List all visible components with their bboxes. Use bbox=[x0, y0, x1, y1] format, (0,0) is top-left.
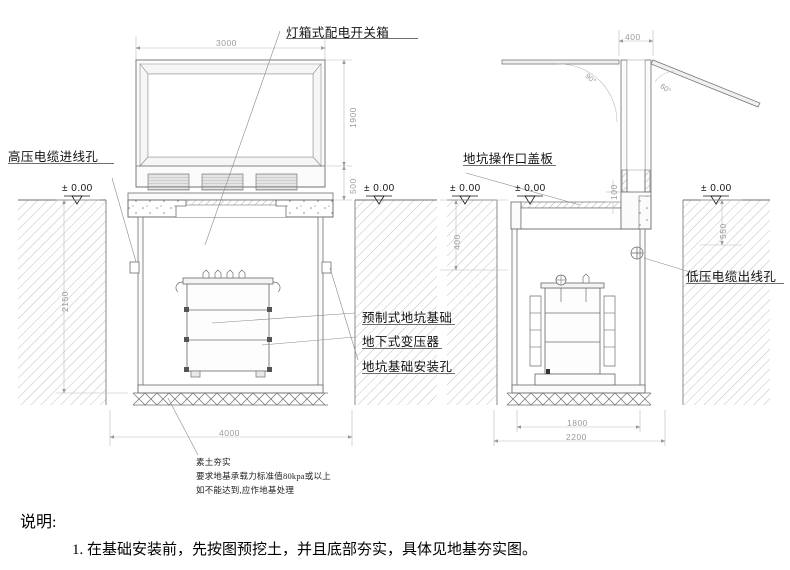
dim-hatch-width: 400 bbox=[625, 32, 641, 42]
transformer-tank-side bbox=[544, 287, 601, 375]
elevation-mark-section-mid: ± 0.00 bbox=[515, 183, 546, 194]
ground-note-line-2: 要求地基承载力标准值80kpa或以上 bbox=[196, 471, 331, 481]
soil-section-left bbox=[447, 200, 497, 405]
transformer-bushing-side bbox=[582, 273, 590, 284]
dim-section-pit-top-depth: 400 bbox=[452, 234, 462, 250]
compacted-soil-zigzag-section bbox=[506, 392, 652, 406]
dim-ground-to-pit: 550 bbox=[718, 223, 728, 239]
transformer-side-view bbox=[529, 273, 616, 386]
dimension-cover-thickness bbox=[606, 180, 621, 214]
section-hatch-cover bbox=[520, 201, 622, 209]
transformer-bushings bbox=[202, 269, 246, 279]
notes-item-1: 1. 在基础安装前，先按图预挖土，并且底部夯实，具体见地基夯实图。 bbox=[72, 542, 538, 558]
pit-wall-left bbox=[137, 216, 144, 394]
radiator-right bbox=[603, 295, 616, 367]
compacted-soil-zigzag bbox=[132, 392, 328, 406]
label-underground-transformer: 地下式变压器 bbox=[362, 335, 440, 349]
label-underline-transformer bbox=[362, 348, 442, 349]
label-precast-pit-foundation: 预制式地坑基础 bbox=[362, 311, 453, 325]
label-lv-cable-outlet: 低压电缆出线孔 bbox=[686, 270, 777, 284]
radiator-left bbox=[529, 295, 542, 367]
lifting-lug-left bbox=[175, 281, 184, 293]
label-underline-mounting bbox=[362, 373, 455, 374]
hinge-post-core bbox=[626, 59, 646, 171]
hv-cable-inlet-hole bbox=[129, 261, 140, 274]
transformer-tank-front bbox=[186, 282, 270, 372]
soil-right-block bbox=[355, 200, 437, 405]
louver-vent-3 bbox=[255, 173, 298, 191]
louver-vent-1 bbox=[147, 173, 190, 191]
dim-pit-overall-width: 4000 bbox=[219, 428, 240, 438]
elevation-mark-left-outer: ± 0.00 bbox=[62, 183, 93, 194]
dim-section-overall-width: 2200 bbox=[566, 432, 587, 442]
cabinet-bezel-bottom bbox=[139, 156, 322, 167]
transformer-base-skid bbox=[534, 373, 616, 386]
soil-section-right bbox=[683, 200, 770, 405]
section-pit-wall-left bbox=[511, 228, 518, 394]
notes-heading: 说明: bbox=[20, 514, 57, 531]
hatch-cover-leaf-left-open bbox=[501, 59, 620, 65]
angle-arc-60 bbox=[654, 70, 675, 83]
pit-foundation-mounting-hole bbox=[321, 261, 332, 274]
label-hv-cable-inlet: 高压电缆进线孔 bbox=[8, 150, 99, 164]
label-underline-precast bbox=[362, 324, 455, 325]
lifting-lug-right bbox=[272, 281, 281, 293]
dimension-cabinet-height-group bbox=[325, 59, 352, 201]
pit-hatch-cover-plate bbox=[185, 199, 277, 206]
label-underline-title bbox=[286, 38, 418, 39]
ground-note-line-3: 如不能达到,应作地基处理 bbox=[196, 485, 295, 495]
label-underline-hatch bbox=[463, 165, 556, 166]
dim-cover-thickness: 100 bbox=[609, 184, 619, 200]
cabinet-bezel-right bbox=[312, 63, 322, 167]
dimension-section-pit-top-depth bbox=[440, 199, 508, 271]
dimension-section-widths bbox=[493, 410, 666, 446]
elevation-mark-section-right: ± 0.00 bbox=[701, 183, 732, 194]
leader-lines-right bbox=[465, 172, 701, 276]
dimension-pit-depth bbox=[56, 199, 128, 394]
dim-louver-band: 500 bbox=[348, 178, 358, 194]
pit-floor-slab bbox=[137, 384, 324, 394]
right-section-view bbox=[440, 30, 770, 446]
label-underline-hv bbox=[8, 163, 114, 164]
hatch-cover-leaf-right-open bbox=[650, 59, 761, 108]
cabinet-bezel-left bbox=[139, 63, 149, 167]
lightbox-face bbox=[147, 73, 314, 158]
section-slab-left-end bbox=[510, 201, 522, 230]
ground-note-line-1: 素土夯实 bbox=[196, 457, 231, 467]
section-slab-body bbox=[520, 207, 622, 230]
dim-section-inner-width: 1800 bbox=[567, 418, 588, 428]
dimension-hatch-width bbox=[618, 30, 654, 56]
lv-cable-outlet-hole bbox=[630, 246, 644, 260]
label-lightbox-switchgear: 灯箱式配电开关箱 bbox=[286, 26, 390, 40]
louver-vent-2 bbox=[201, 173, 244, 191]
dim-cabinet-height: 1900 bbox=[348, 107, 358, 128]
angle-arc-90 bbox=[557, 63, 618, 123]
dimension-line-cabinet-width bbox=[135, 36, 326, 62]
label-pit-mounting-hole: 地坑基础安装孔 bbox=[362, 360, 453, 374]
transformer-lid bbox=[182, 277, 274, 285]
dimension-pit-overall-width bbox=[109, 410, 353, 446]
pit-wall-right bbox=[317, 216, 324, 394]
dim-cabinet-width: 3000 bbox=[216, 38, 237, 48]
left-front-elevation bbox=[18, 30, 437, 456]
transformer-lid-side bbox=[540, 282, 605, 289]
cabinet-base-flange bbox=[127, 192, 334, 201]
dimension-ground-to-pit bbox=[700, 199, 742, 246]
dim-pit-depth: 2150 bbox=[60, 291, 70, 312]
label-underline-lv bbox=[686, 283, 784, 284]
section-pit-floor bbox=[511, 384, 646, 394]
transformer-front-view bbox=[175, 269, 281, 378]
elevation-mark-section-left: ± 0.00 bbox=[450, 183, 481, 194]
elevation-mark-left-right: ± 0.00 bbox=[364, 183, 395, 194]
soil-left-block bbox=[18, 200, 106, 405]
leader-lines-left bbox=[111, 30, 359, 456]
section-pit-wall-right bbox=[639, 228, 646, 394]
label-pit-hatch-cover: 地坑操作口盖板 bbox=[463, 152, 554, 166]
cabinet-bezel-top bbox=[139, 63, 322, 75]
